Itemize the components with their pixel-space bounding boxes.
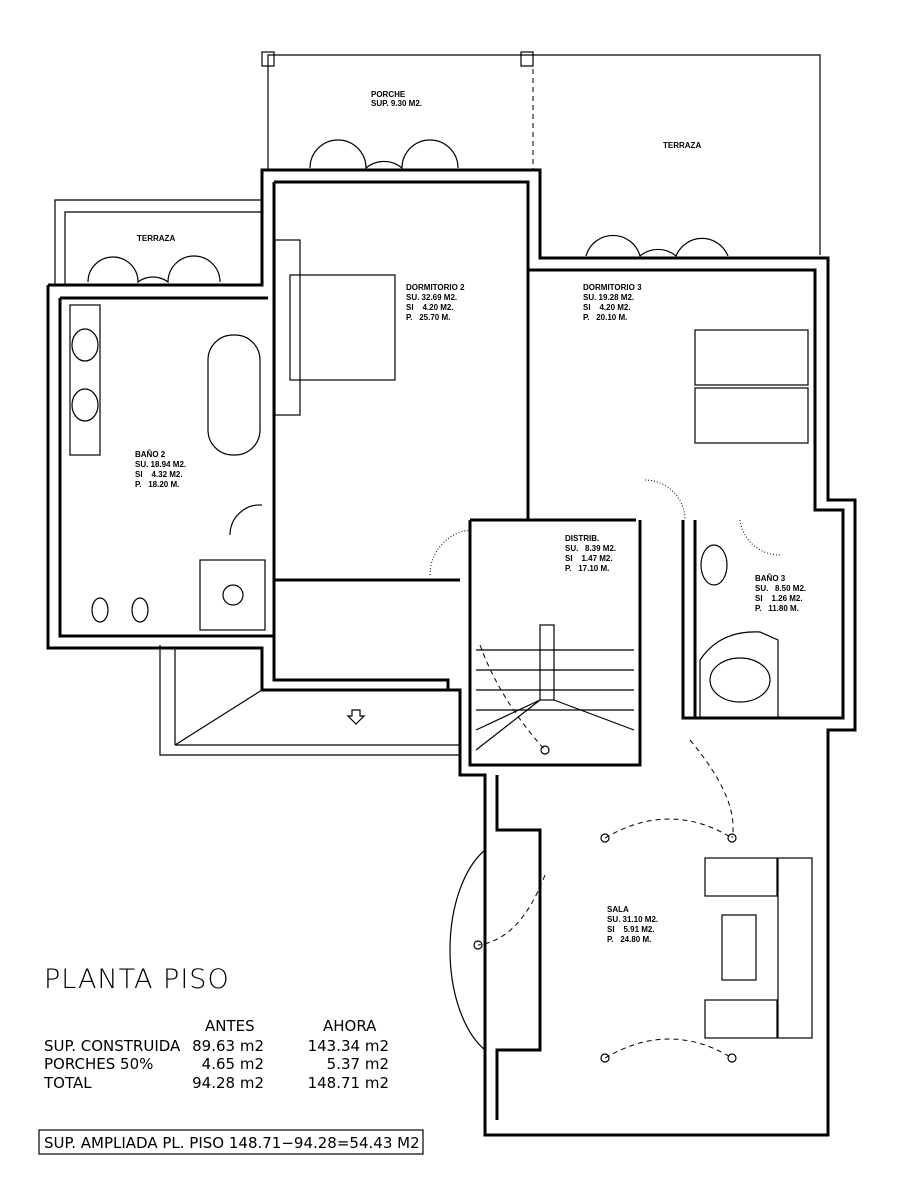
furniture — [69, 239, 813, 1051]
svg-text:BAÑO 2: BAÑO 2 — [135, 450, 166, 459]
svg-text:P. 20.10 M.: P. 20.10 M. — [583, 313, 627, 322]
summary-table: ANTES AHORA SUP. CONSTRUIDA 89.63 m2 143… — [43, 1017, 389, 1092]
svg-text:BAÑO 3: BAÑO 3 — [755, 574, 786, 583]
svg-text:SU. 8.39 M2.: SU. 8.39 M2. — [565, 544, 616, 553]
room-label-sala: SALA SU. 31.10 M2. SI 5.91 M2. P. 24.80 … — [607, 905, 658, 944]
bathtub — [207, 334, 261, 456]
porch-post — [261, 51, 275, 67]
svg-text:SI 5.91 M2.: SI 5.91 M2. — [607, 925, 655, 934]
svg-text:P. 11.80 M.: P. 11.80 M. — [755, 604, 799, 613]
bed — [694, 329, 809, 386]
bay-window — [449, 849, 486, 1051]
svg-text:SUP. 9.30 M2.: SUP. 9.30 M2. — [371, 99, 422, 108]
svg-text:PORCHE: PORCHE — [371, 90, 406, 99]
svg-text:143.34 m2: 143.34 m2 — [308, 1037, 389, 1055]
header-ahora: AHORA — [323, 1017, 377, 1035]
toilet — [91, 597, 109, 623]
svg-text:SU. 32.69 M2.: SU. 32.69 M2. — [406, 293, 457, 302]
walls — [46, 168, 857, 1137]
svg-text:SI 1.47 M2.: SI 1.47 M2. — [565, 554, 613, 563]
sofa — [777, 857, 813, 1039]
room-label-terraza: TERRAZA — [663, 141, 701, 150]
svg-text:SI 4.32 M2.: SI 4.32 M2. — [135, 470, 183, 479]
ampliada-box — [38, 1129, 424, 1155]
svg-text:TOTAL: TOTAL — [43, 1074, 92, 1092]
porch-post — [520, 51, 534, 67]
svg-text:DISTRIB.: DISTRIB. — [565, 534, 599, 543]
sink — [71, 328, 99, 362]
svg-text:SI 4.20 M2.: SI 4.20 M2. — [406, 303, 454, 312]
svg-text:148.71 m2: 148.71 m2 — [308, 1074, 389, 1092]
svg-text:94.28 m2: 94.28 m2 — [192, 1074, 264, 1092]
sofa — [704, 999, 778, 1039]
svg-text:P. 18.20 M.: P. 18.20 M. — [135, 480, 179, 489]
room-label-terraza: TERRAZA — [137, 234, 175, 243]
room-label-bano-3: BAÑO 3 SU. 8.50 M2. SI 1.26 M2. P. 11.80… — [755, 574, 806, 613]
plan-title: PLANTA PISO — [44, 964, 230, 995]
sink — [700, 544, 728, 586]
coffee-table — [721, 914, 757, 981]
shower — [199, 559, 266, 631]
porch-outline — [54, 51, 821, 285]
svg-text:89.63 m2: 89.63 m2 — [192, 1037, 264, 1055]
electrical — [473, 644, 737, 1063]
bed — [289, 274, 396, 381]
ampliada-text: SUP. AMPLIADA PL. PISO 148.71−94.28=54.4… — [44, 1134, 420, 1152]
svg-text:5.37 m2: 5.37 m2 — [327, 1055, 389, 1073]
door-swings — [87, 139, 781, 576]
sink — [71, 388, 99, 422]
sofa — [704, 857, 778, 897]
header-antes: ANTES — [205, 1017, 255, 1035]
svg-text:SUP. CONSTRUIDA: SUP. CONSTRUIDA — [44, 1037, 181, 1055]
room-label-bano-2: BAÑO 2 SU. 18.94 M2. SI 4.32 M2. P. 18.2… — [135, 450, 186, 489]
svg-text:P. 17.10 M.: P. 17.10 M. — [565, 564, 609, 573]
svg-text:DORMITORIO 2: DORMITORIO 2 — [406, 283, 465, 292]
room-label-dormitorio-2: DORMITORIO 2 SU. 32.69 M2. SI 4.20 M2. P… — [406, 283, 465, 322]
svg-text:SU. 18.94 M2.: SU. 18.94 M2. — [135, 460, 186, 469]
svg-text:SU. 8.50 M2.: SU. 8.50 M2. — [755, 584, 806, 593]
room-label-dormitorio-3: DORMITORIO 3 SU. 19.28 M2. SI 4.20 M2. P… — [583, 283, 642, 322]
room-label-distrib: DISTRIB. SU. 8.39 M2. SI 1.47 M2. P. 17.… — [565, 534, 616, 573]
down-arrow-icon — [346, 709, 366, 725]
staircase — [475, 624, 635, 751]
room-label-porche: PORCHE SUP. 9.30 M2. — [371, 90, 422, 108]
svg-text:PORCHES 50%: PORCHES 50% — [44, 1055, 153, 1073]
svg-text:SI 1.26 M2.: SI 1.26 M2. — [755, 594, 803, 603]
svg-text:SI 4.20 M2.: SI 4.20 M2. — [583, 303, 631, 312]
corner-bath — [699, 631, 779, 719]
svg-text:P. 25.70 M.: P. 25.70 M. — [406, 313, 450, 322]
svg-text:SU. 31.10 M2.: SU. 31.10 M2. — [607, 915, 658, 924]
svg-text:P. 24.80 M.: P. 24.80 M. — [607, 935, 651, 944]
svg-text:SU. 19.28 M2.: SU. 19.28 M2. — [583, 293, 634, 302]
svg-text:DORMITORIO 3: DORMITORIO 3 — [583, 283, 642, 292]
svg-text:4.65 m2: 4.65 m2 — [202, 1055, 264, 1073]
bed — [694, 387, 809, 444]
bidet — [131, 597, 149, 623]
svg-text:SALA: SALA — [607, 905, 629, 914]
